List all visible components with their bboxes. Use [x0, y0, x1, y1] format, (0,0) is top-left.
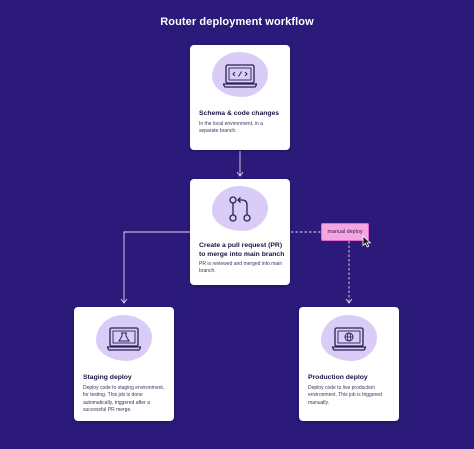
- node-staging-card: Staging deploy Deploy code to staging en…: [74, 307, 174, 421]
- node-title: Schema & code changes: [199, 110, 280, 117]
- globe-laptop-icon: [332, 327, 366, 351]
- flask-laptop-icon: [107, 327, 141, 351]
- node-description: Deploy code to staging environment, for …: [83, 385, 165, 414]
- node-title: Create a pull request (PR) to merge into…: [199, 242, 285, 258]
- icon-blob: [96, 315, 152, 361]
- icon-blob: [321, 315, 377, 361]
- node-description: In the local environment, in a separate …: [199, 121, 263, 135]
- edge-schema-to-pr-arrowhead: [236, 171, 244, 177]
- edge-pr-to-staging-arrowhead: [120, 298, 128, 304]
- manual-deploy-button[interactable]: manual deploy: [321, 223, 369, 241]
- node-description: PR is reviewed and merged into main bran…: [199, 261, 283, 275]
- node-description: Deploy code to live production environme…: [308, 385, 382, 406]
- node-schema-card: Schema & code changes In the local envir…: [190, 45, 290, 150]
- edge-pr-to-staging: [123, 231, 190, 302]
- code-laptop-icon: [223, 64, 257, 88]
- page-title: Router deployment workflow: [160, 16, 314, 28]
- node-title: Production deploy: [308, 374, 368, 381]
- edge-pr-to-production-arrowhead: [345, 298, 353, 304]
- node-production-card: Production deploy Deploy code to live pr…: [299, 307, 399, 421]
- node-pull-request-card: Create a pull request (PR) to merge into…: [190, 179, 290, 285]
- branch-merge-icon: [229, 196, 251, 222]
- pointer-cursor-icon: [362, 235, 372, 248]
- icon-blob: [212, 186, 268, 231]
- node-title: Staging deploy: [83, 374, 132, 381]
